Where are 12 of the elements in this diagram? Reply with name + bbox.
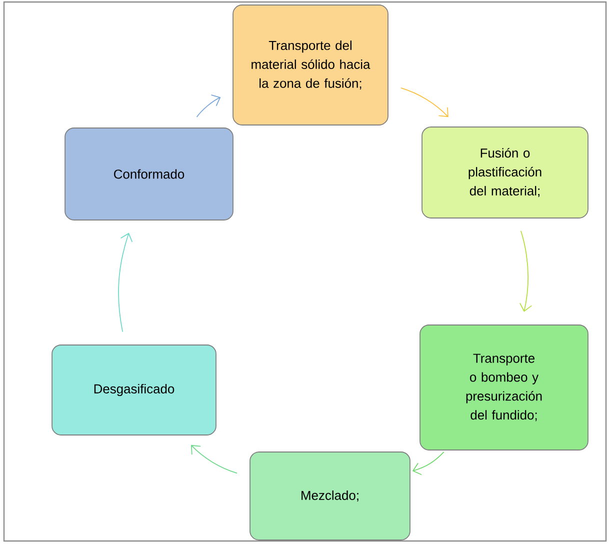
arrow (400, 88, 448, 118)
arrow (196, 94, 221, 118)
process-box: Fusión o plastificación del material; (422, 126, 588, 218)
arrow (190, 444, 238, 474)
arrow (519, 230, 532, 312)
process-box: Mezclado; (250, 452, 410, 540)
process-box: Conformado (64, 128, 234, 220)
process-box: Transporte del material sólido hacia la zona de fusión; (232, 4, 388, 126)
process-box: Desgasificado (52, 344, 216, 436)
process-box: Transporte o bombeo y presurización del fundido; (420, 324, 588, 450)
arrow (118, 232, 133, 332)
arrow (412, 451, 444, 476)
